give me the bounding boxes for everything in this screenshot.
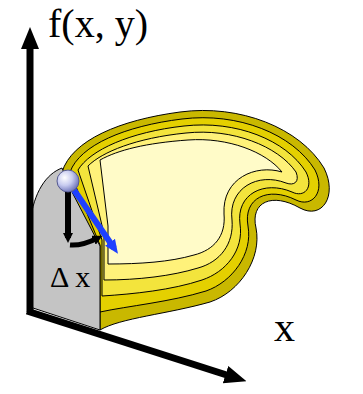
function-label: f(x, y)	[48, 4, 148, 44]
ball	[57, 170, 79, 192]
down-arrow	[65, 192, 71, 238]
x-axis	[27, 311, 236, 378]
gradient-arrow	[74, 190, 114, 248]
dx-arrow	[70, 238, 98, 245]
axis-label: x	[274, 306, 295, 348]
surface	[62, 110, 329, 330]
delta-label: Δ x	[50, 262, 90, 292]
cross-section	[30, 168, 100, 330]
f-axis	[27, 38, 34, 312]
